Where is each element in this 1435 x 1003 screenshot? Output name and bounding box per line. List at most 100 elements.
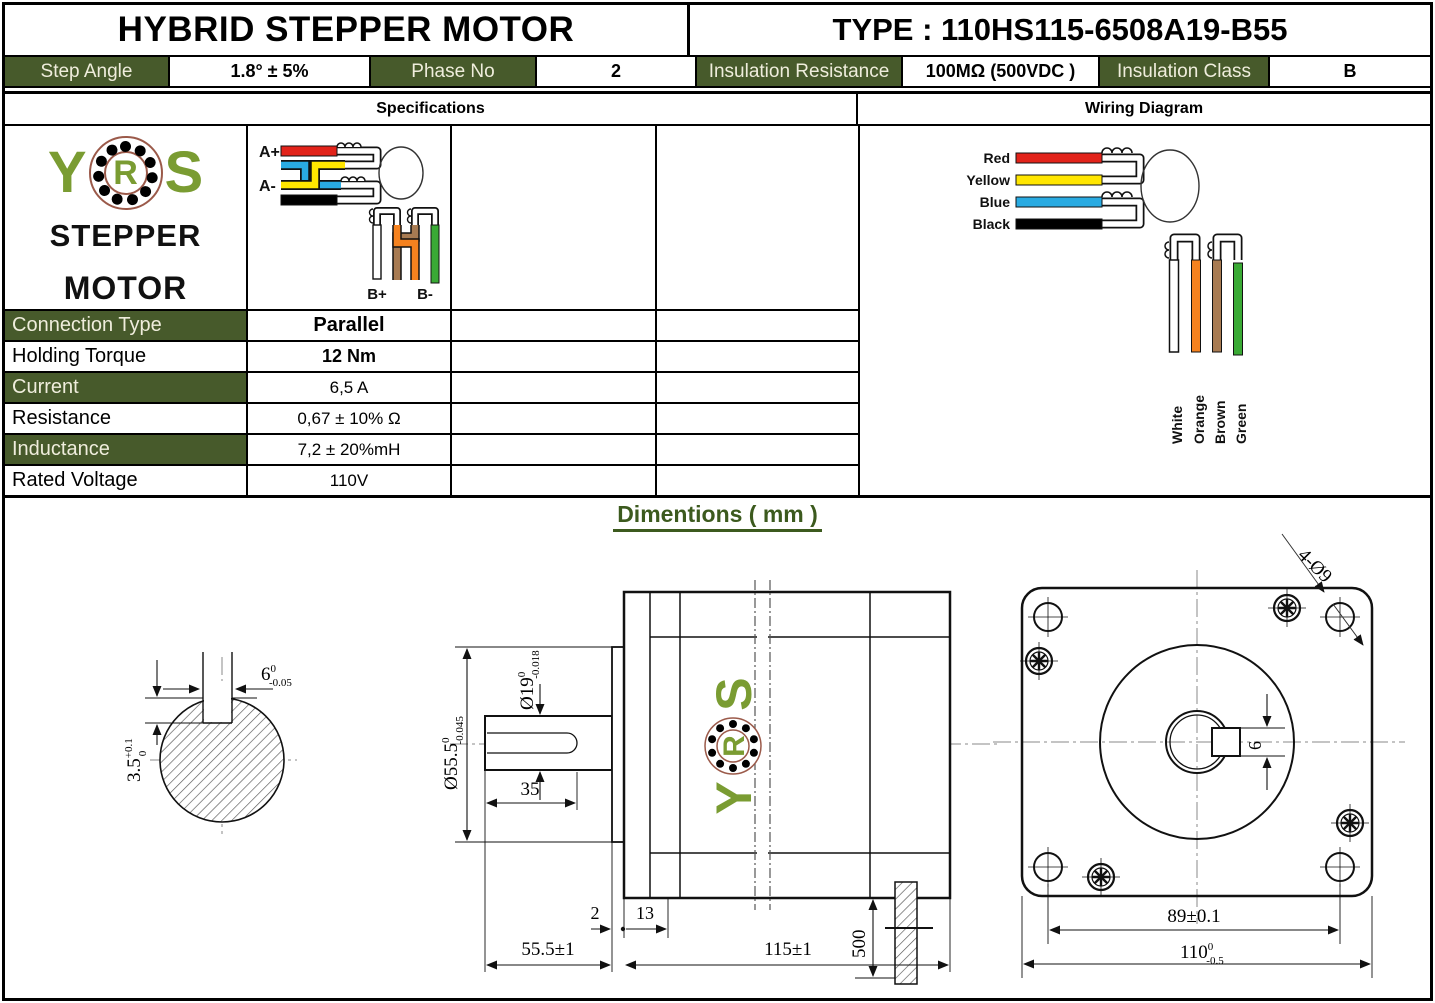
motor-front-view-drawing: 6 4-Ø9 — [993, 533, 1405, 978]
corner-hole — [1028, 597, 1360, 887]
screw-head — [1020, 589, 1369, 896]
dimensions-title: Dimentions ( mm ) — [613, 501, 822, 532]
logo-letter-y: Y — [47, 140, 87, 205]
dim-pilot-dia: Ø55.50-0.045 — [440, 716, 466, 790]
empty-cell — [657, 126, 858, 311]
cable — [894, 881, 918, 985]
param-value-insulation-resistance: 100MΩ (500VDC ) — [903, 57, 1100, 88]
yellow-wire — [281, 161, 345, 189]
white-lead — [372, 224, 382, 280]
lead-label-brown: Brown — [1212, 400, 1228, 444]
dim-shaft-dia: Ø190-0.018 — [516, 650, 542, 710]
empty-cell — [657, 466, 858, 498]
lead-label-green: Green — [1233, 404, 1249, 444]
empty-cell — [657, 435, 858, 466]
dim-hole-spacing: 89±0.1 — [1167, 906, 1220, 927]
dim-boss-thickness: 2 — [591, 903, 600, 923]
parallel-connection-diagram: A+ A- — [259, 142, 440, 303]
logo-bearing-ring-icon: R — [88, 136, 163, 210]
spec-value: 12 Nm — [248, 342, 452, 373]
dim-holes-note: 4-Ø9 — [1293, 545, 1335, 587]
coil-icon — [368, 208, 374, 224]
coil-icon — [336, 142, 362, 148]
coil-icon — [406, 208, 412, 224]
empty-cell — [657, 404, 858, 435]
blue-wire — [281, 161, 341, 189]
empty-cell — [452, 126, 657, 311]
spec-value: 0,67 ± 10% Ω — [248, 404, 452, 435]
spec-label: Current — [5, 373, 248, 404]
empty-cell — [657, 342, 858, 373]
wire-label-black: Black — [973, 216, 1011, 232]
red-wire — [1015, 152, 1103, 164]
spec-label: Holding Torque — [5, 342, 248, 373]
logo-letter-s: S — [164, 140, 204, 205]
lead-label-white: White — [1169, 406, 1185, 444]
empty-cell — [452, 373, 657, 404]
a-plus-label: A+ — [259, 144, 280, 161]
brand-line1: STEPPER — [49, 218, 202, 253]
brown-lead — [393, 225, 419, 280]
svg-text:Y: Y — [706, 781, 762, 814]
logo-letter-r: R — [113, 153, 138, 192]
green-lead — [430, 224, 440, 284]
white-lead — [1168, 259, 1180, 353]
coil-icon — [1101, 191, 1133, 198]
black-wire — [1015, 218, 1103, 230]
empty-cell — [657, 311, 858, 342]
empty-cell — [452, 342, 657, 373]
b-plus-label: B+ — [367, 286, 387, 303]
side-view-logo: Y S R — [704, 677, 762, 815]
green-lead — [1233, 262, 1243, 356]
dim-shaft-end-length: 55.5±1 — [521, 939, 574, 960]
motor-body-icon — [378, 146, 424, 200]
motor-type: TYPE : 110HS115-6508A19-B55 — [832, 12, 1288, 47]
spec-label: Inductance — [5, 435, 248, 466]
wire-label-red: Red — [984, 150, 1010, 166]
spec-value: 7,2 ± 20%mH — [248, 435, 452, 466]
coil-icon — [340, 176, 366, 182]
wire-label-yellow: Yellow — [966, 172, 1010, 188]
dim-body-length: 115±1 — [764, 939, 812, 960]
brand-logo-cell: Y R S STEPPER MOTOR — [5, 126, 248, 311]
spec-value: Parallel — [248, 311, 452, 342]
empty-cell — [452, 435, 657, 466]
b-minus-label: B- — [417, 286, 433, 303]
wire-label-blue: Blue — [980, 194, 1011, 210]
empty-cell — [452, 466, 657, 498]
blue-wire — [1015, 196, 1103, 208]
mini-wiring-cell: A+ A- — [248, 126, 452, 311]
param-value-step-angle: 1.8° ± 5% — [170, 57, 371, 88]
lead-label-orange: Orange — [1191, 395, 1207, 444]
param-label-phase-no: Phase No — [371, 57, 537, 88]
orange-lead — [393, 225, 419, 280]
spec-label: Resistance — [5, 404, 248, 435]
coil-icon — [1207, 241, 1213, 259]
brand-line2: MOTOR — [63, 270, 188, 306]
yrs-logo: Y R S — [5, 136, 246, 210]
orange-lead — [1191, 259, 1201, 353]
dim-key-width: 60-0.05 — [261, 663, 292, 689]
section-header-wiring-diagram: Wiring Diagram — [858, 94, 1430, 126]
dim-shaft-length: 35 — [521, 779, 540, 800]
double-divider — [5, 90, 1430, 94]
yellow-wire — [1015, 174, 1103, 186]
red-wire — [280, 145, 338, 157]
spec-value: 6,5 A — [248, 373, 452, 404]
dim-cable-length: 500 — [849, 930, 870, 959]
spec-label: Connection Type — [5, 311, 248, 342]
dim-flange-thickness: 13 — [636, 903, 654, 923]
section-header-specifications: Specifications — [5, 94, 858, 126]
product-title-cell: HYBRID STEPPER MOTOR — [5, 5, 690, 57]
black-wire — [280, 194, 338, 206]
coil-icon — [1164, 241, 1170, 259]
keyway — [1211, 727, 1241, 757]
param-value-insulation-class: B — [1270, 57, 1430, 88]
spec-value: 110V — [248, 466, 452, 498]
param-label-step-angle: Step Angle — [5, 57, 170, 88]
param-label-insulation-resistance: Insulation Resistance — [697, 57, 903, 88]
param-value-phase-no: 2 — [537, 57, 697, 88]
